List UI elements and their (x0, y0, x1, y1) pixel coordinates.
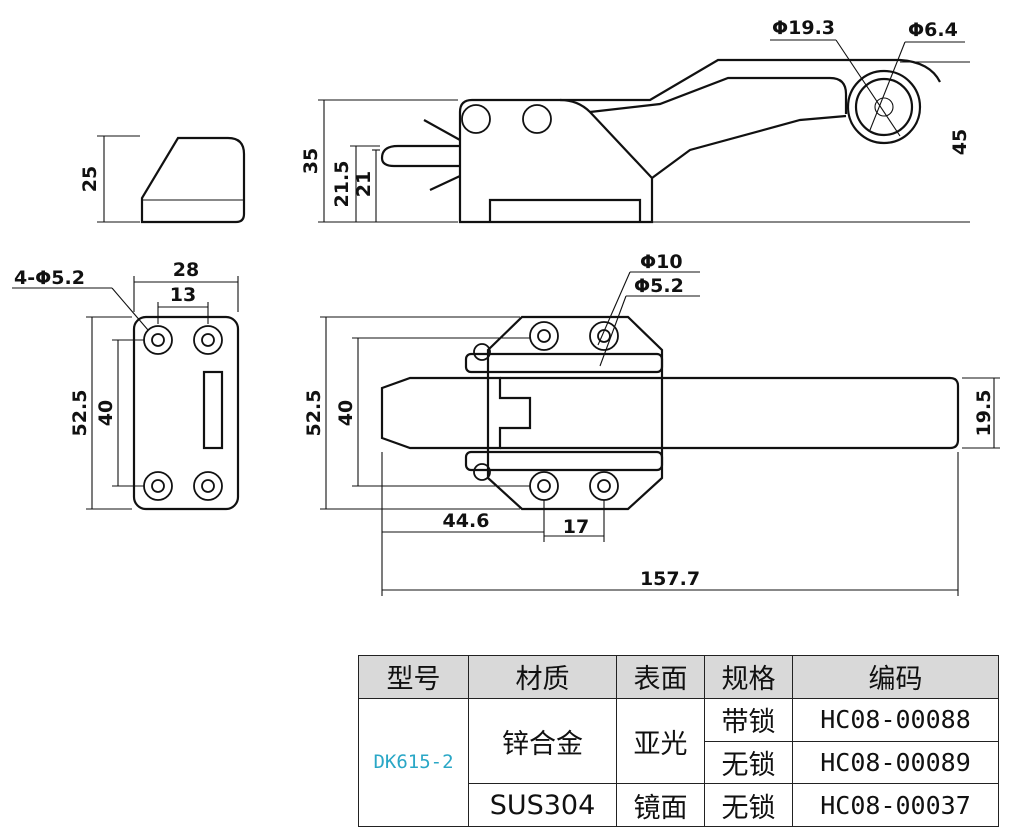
spec-table: 型号 材质 表面 规格 编码 DK615-2 锌合金 亚光 带锁 HC08-00… (358, 655, 999, 828)
latch-plan-view: 52.5 40 19.5 Φ10 Φ5.2 44.6 17 157.7 (303, 251, 1000, 596)
dim-side-45: 45 (949, 129, 971, 155)
dim-front-height: 25 (79, 166, 101, 192)
dim-side-21-5: 21.5 (331, 161, 353, 208)
spec-header-row: 型号 材质 表面 规格 编码 (358, 655, 999, 699)
dim-base-holes: 4-Φ5.2 (14, 267, 85, 289)
dim-phi-19-3: Φ19.3 (772, 17, 835, 39)
table-row: SUS304 镜面 无锁 HC08-00037 (359, 783, 999, 827)
cell-material-sus: SUS304 (468, 783, 617, 827)
table-row: DK615-2 锌合金 亚光 带锁 HC08-00088 (358, 697, 999, 828)
cell-code-2: HC08-00089 (792, 740, 999, 785)
dim-plan-phi-10: Φ10 (640, 251, 683, 273)
dim-plan-17: 17 (563, 516, 589, 538)
header-code: 编码 (792, 655, 999, 699)
base-plate-plan: 28 13 4-Φ5.2 52.5 40 (12, 259, 240, 511)
catch-front-view: 25 (79, 135, 246, 224)
cell-material-zinc: 锌合金 (468, 697, 617, 785)
cell-code-3: HC08-00037 (792, 783, 999, 827)
header-surface: 表面 (616, 655, 705, 699)
cell-surface-matte: 亚光 (616, 697, 705, 785)
dim-plan-19-5: 19.5 (973, 390, 995, 437)
cell-model: DK615-2 (358, 697, 469, 828)
dim-side-35: 35 (300, 148, 322, 174)
dim-plan-157-7: 157.7 (640, 568, 700, 590)
dim-base-13: 13 (170, 284, 196, 306)
dim-side-21: 21 (353, 171, 375, 197)
dim-plan-40: 40 (335, 400, 357, 426)
cell-spec-nolock: 无锁 (704, 740, 793, 785)
dim-plan-52-5: 52.5 (303, 390, 325, 437)
cell-spec-nolock-2: 无锁 (704, 783, 793, 827)
dim-base-52-5: 52.5 (69, 390, 91, 437)
header-material: 材质 (468, 655, 617, 699)
dim-base-28: 28 (173, 259, 199, 281)
cell-spec-lock: 带锁 (704, 697, 793, 742)
header-spec: 规格 (704, 655, 793, 699)
cell-code-1: HC08-00088 (792, 697, 999, 742)
table-row: 无锁 HC08-00089 (359, 740, 999, 785)
header-model: 型号 (358, 655, 469, 699)
cell-surface-mirror: 镜面 (616, 783, 705, 827)
latch-side-view: 35 21.5 21 45 Φ19.3 Φ6.4 (300, 17, 971, 224)
dim-phi-6-4: Φ6.4 (908, 19, 958, 41)
technical-drawing: 25 35 21.5 21 45 Φ19 (12, 17, 1000, 596)
dim-plan-44-6: 44.6 (443, 510, 490, 532)
dim-plan-phi-5-2: Φ5.2 (634, 275, 684, 297)
dim-base-40: 40 (95, 400, 117, 426)
